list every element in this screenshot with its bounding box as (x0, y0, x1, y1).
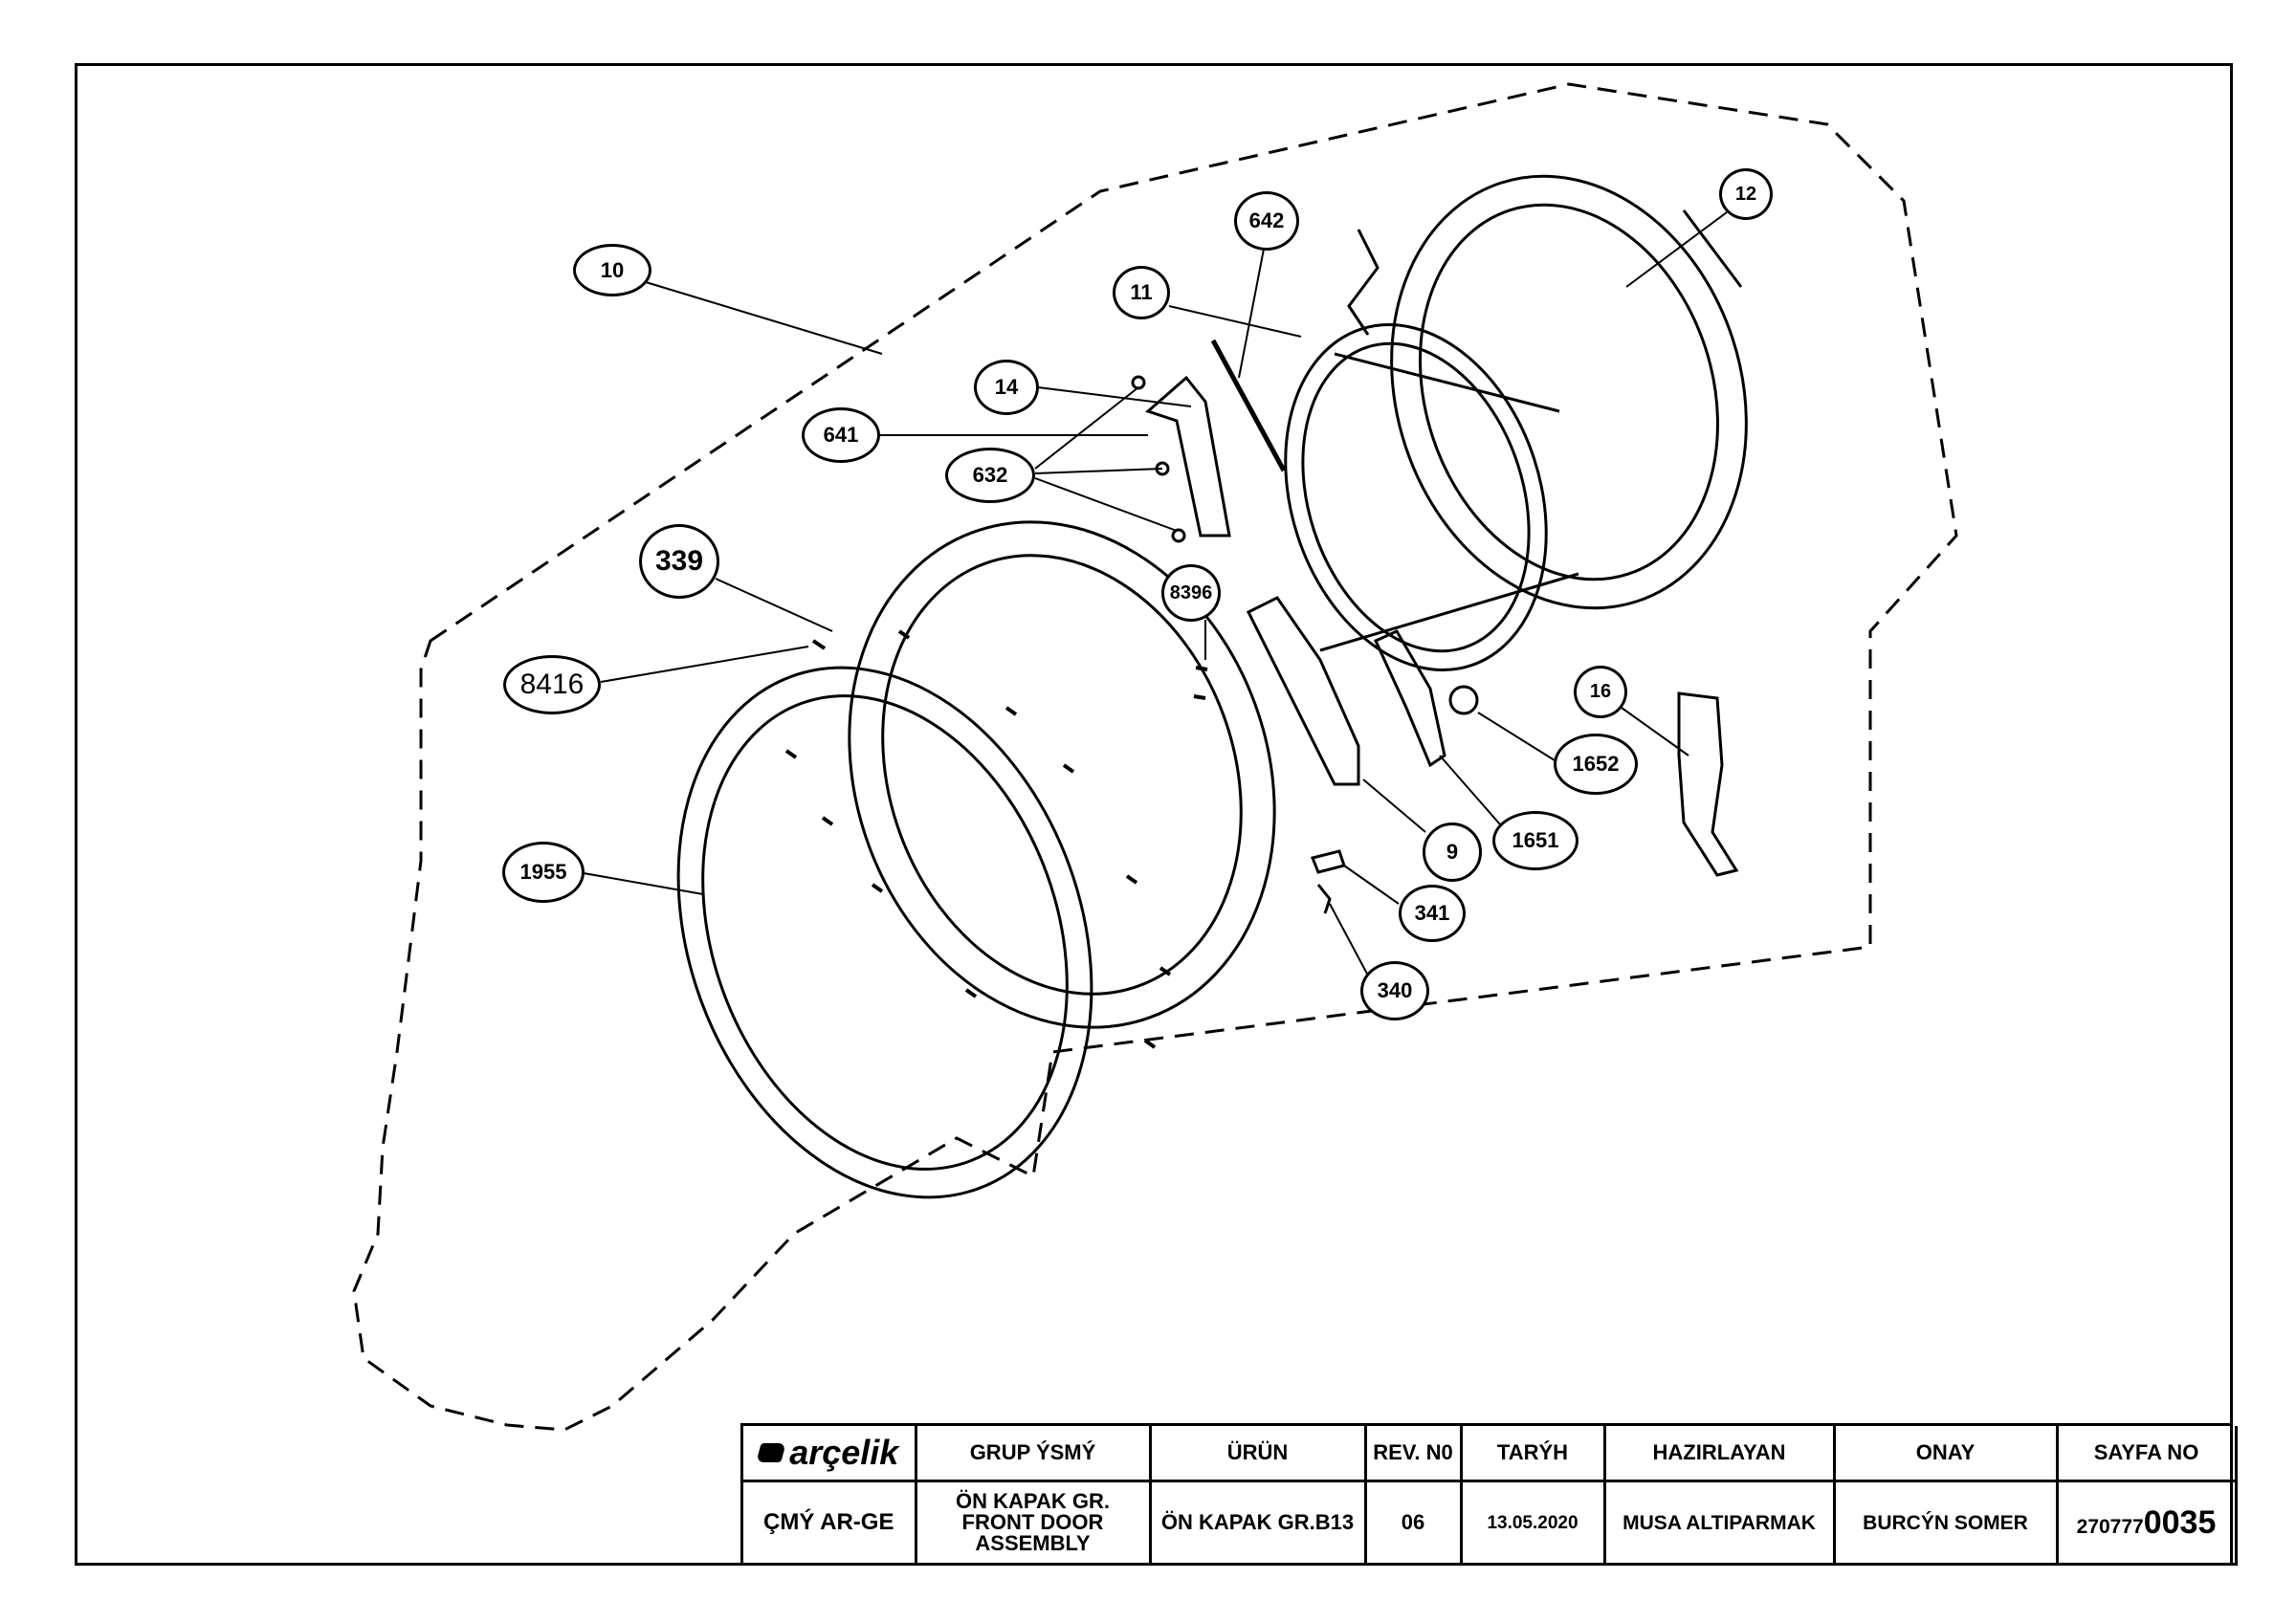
header-rev-no: REV. N0 (1365, 1426, 1463, 1482)
arcelik-logo-icon (756, 1443, 786, 1462)
leader-lines (583, 211, 1728, 976)
part-16-latch-plate (1677, 691, 1739, 877)
callout-341: 341 (1399, 885, 1466, 942)
header-group-name: GRUP ÝSMÝ (916, 1426, 1152, 1482)
callout-641: 641 (802, 407, 880, 463)
callout-12: 12 (1719, 168, 1773, 220)
title-block: arçelik GRUP ÝSMÝ ÜRÜN REV. N0 TARÝH HAZ… (740, 1423, 2238, 1566)
part-340-clip (1316, 884, 1332, 914)
part-341-clip (1310, 849, 1346, 874)
page-no-prefix: 270777 (2076, 1516, 2144, 1538)
value-approval: BURCÝN SOMER (1834, 1480, 2059, 1566)
value-department: ÇMÝ AR-GE (743, 1480, 917, 1566)
header-prepared-by: HAZIRLAYAN (1604, 1426, 1836, 1482)
part-339-inner-door-frame (848, 520, 1276, 1029)
logo-text: arçelik (789, 1433, 899, 1472)
value-date: 13.05.2020 (1461, 1480, 1606, 1566)
value-group-name: ÖN KAPAK GR. FRONT DOOR ASSEMBLY (916, 1480, 1152, 1566)
callout-1955: 1955 (502, 842, 585, 903)
callout-1651: 1651 (1492, 811, 1578, 870)
header-product: ÜRÜN (1150, 1426, 1367, 1482)
drawing-frame (75, 63, 2233, 1566)
callout-9: 9 (1423, 822, 1482, 882)
header-approval: ONAY (1834, 1426, 2059, 1482)
assembly-boundary (352, 82, 1958, 1432)
callout-1652: 1652 (1554, 734, 1638, 795)
part-1652-ring (1448, 685, 1479, 715)
part-642-rod (1210, 339, 1287, 472)
callout-10: 10 (573, 244, 651, 296)
title-block-table: arçelik GRUP ÝSMÝ ÜRÜN REV. N0 TARÝH HAZ… (743, 1426, 2238, 1566)
part-11-gasket (1284, 323, 1579, 671)
part-1955-outer-ring (676, 666, 1093, 1199)
callout-14: 14 (974, 360, 1039, 415)
value-prepared-by: MUSA ALTIPARMAK (1604, 1480, 1836, 1566)
callout-11: 11 (1113, 266, 1170, 319)
callout-340: 340 (1360, 961, 1429, 1020)
part-12-rear-frame (1347, 174, 1748, 610)
callout-339: 339 (639, 524, 719, 599)
value-product: ÖN KAPAK GR.B13 (1150, 1480, 1367, 1566)
callout-8416: 8416 (503, 655, 601, 714)
part-9-handle (1246, 596, 1360, 786)
screw-marks (784, 629, 1208, 1049)
callout-16: 16 (1574, 666, 1627, 718)
page-no-suffix: 0035 (2143, 1504, 2217, 1541)
callout-8396: 8396 (1161, 564, 1221, 622)
callout-642: 642 (1234, 191, 1299, 251)
header-page-no: SAYFA NO (2057, 1426, 2238, 1482)
callout-632: 632 (945, 448, 1035, 503)
value-page-no: 2707770035 (2057, 1480, 2238, 1566)
part-1651-lock (1374, 629, 1446, 768)
header-date: TARÝH (1461, 1426, 1606, 1482)
value-rev-no: 06 (1365, 1480, 1463, 1566)
logo-cell: arçelik (743, 1426, 917, 1482)
